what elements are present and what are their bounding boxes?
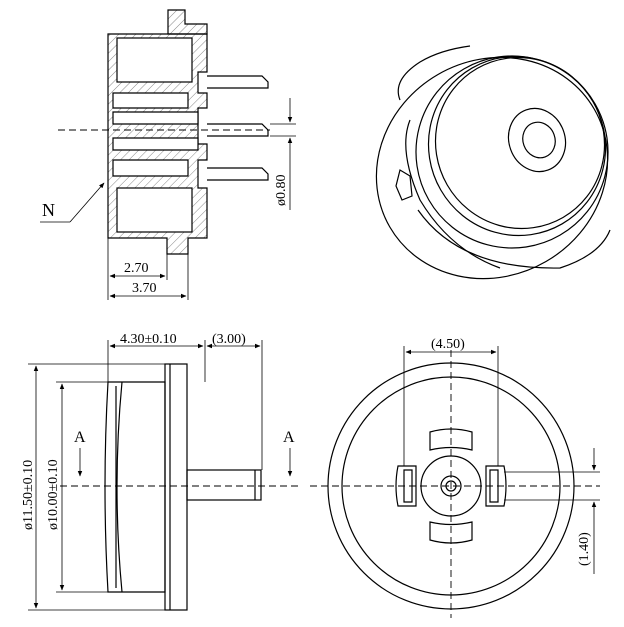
section-a-right-label: A: [283, 429, 295, 446]
rear-view: [310, 346, 600, 618]
dim-3-70-label: 3.70: [132, 281, 157, 296]
pin-spacing-label: (4.50): [431, 337, 465, 352]
side-view: [28, 340, 300, 611]
body-length-label: 4.30±0.10: [120, 332, 177, 347]
pin-width-label: (1.40): [577, 532, 592, 566]
pin-length-label: (3.00): [212, 332, 246, 347]
dim-2-70-label: 2.70: [124, 261, 149, 276]
inner-dia-label: ø10.00±0.10: [46, 459, 61, 530]
pin-dia-label: ø0.80: [274, 175, 289, 207]
section-mark-label: N: [42, 200, 55, 220]
section-a-left-label: A: [74, 429, 86, 446]
isometric-view: [375, 45, 611, 280]
outer-dia-label: ø11.50±0.10: [21, 460, 36, 530]
section-view: [40, 9, 296, 300]
